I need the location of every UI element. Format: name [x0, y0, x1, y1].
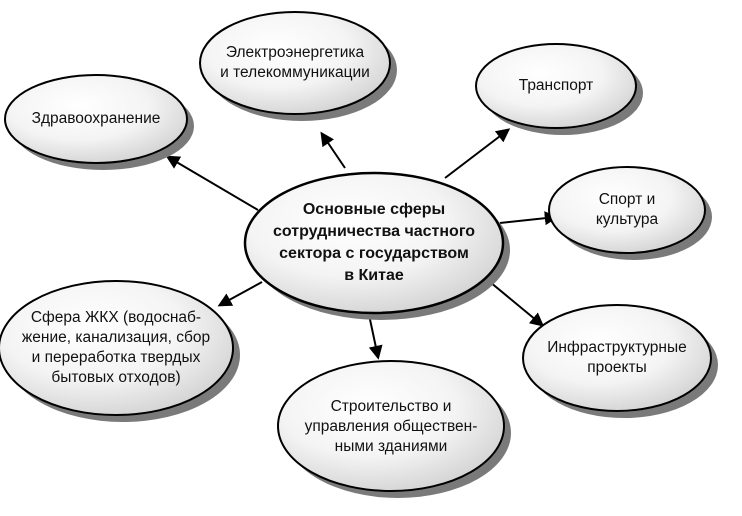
label-sport: Спорт и культура — [595, 191, 659, 228]
label-infrastructure: Инфраструктурные проекты — [547, 339, 687, 376]
arrow-to-sport — [499, 211, 559, 226]
bubble-center — [243, 171, 505, 315]
bubble-housing — [0, 280, 234, 416]
arrow-to-housing — [217, 281, 263, 307]
bubble-electro — [199, 11, 391, 115]
bubble-sport — [548, 166, 706, 254]
bubble-construction — [277, 360, 505, 492]
center-label: Основные сферы сотрудничества частного с… — [272, 201, 476, 284]
arrow-to-infrastructure — [489, 281, 545, 327]
bubbles — [0, 11, 718, 498]
label-housing: Сфера ЖКХ (водоснаб- жение, канализация,… — [21, 309, 211, 386]
bubble-transport — [475, 43, 637, 129]
label-health: Здравоохранение — [31, 110, 161, 127]
arrow-to-health — [165, 155, 259, 211]
bubble-health — [4, 74, 188, 164]
label-electro: Электроэнергетика и телекоммуникации — [220, 44, 370, 81]
arrow-to-transport — [444, 128, 511, 179]
bubble-infrastructure — [522, 304, 712, 412]
label-construction: Строительство и управления обществен- ны… — [304, 398, 478, 455]
label-transport: Транспорт — [518, 77, 594, 94]
arrow-to-electro — [320, 131, 346, 169]
